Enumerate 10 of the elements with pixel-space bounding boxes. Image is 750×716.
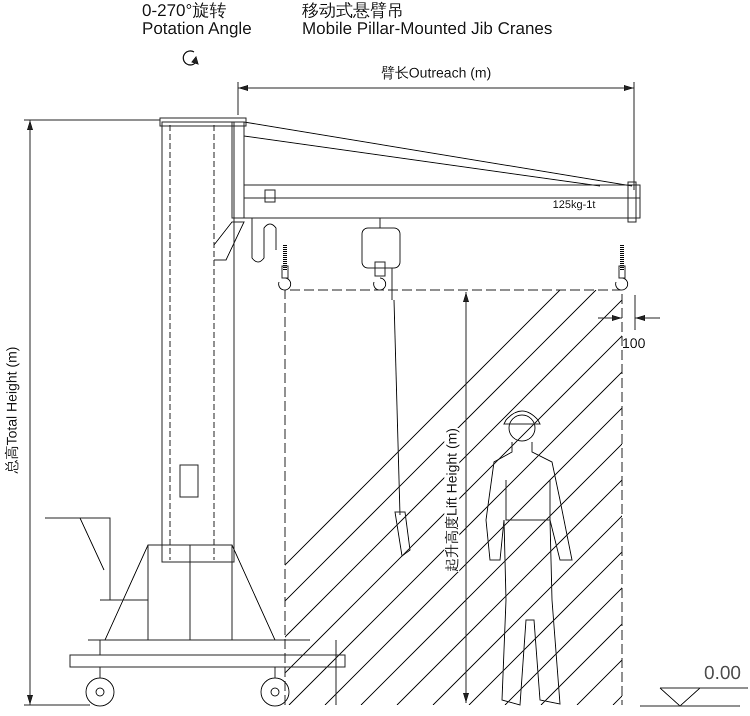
- title: Mobile Pillar-Mounted Jib Cranes: [302, 20, 552, 39]
- rotation-label: 0-270°旋转: [142, 2, 226, 21]
- dimension-label: 总高Total Height (m): [4, 346, 20, 474]
- dimension-label: 臂长Outreach (m): [380, 65, 492, 81]
- title: 移动式悬臂吊: [302, 2, 404, 21]
- capacity-label: 125kg-1t: [552, 198, 596, 212]
- dimension-label: 100: [622, 336, 646, 352]
- rotation-label: Potation Angle: [142, 20, 252, 39]
- level-label: 0.00: [704, 664, 741, 685]
- dimension-label: 起升高度Lift Height (m): [444, 428, 460, 572]
